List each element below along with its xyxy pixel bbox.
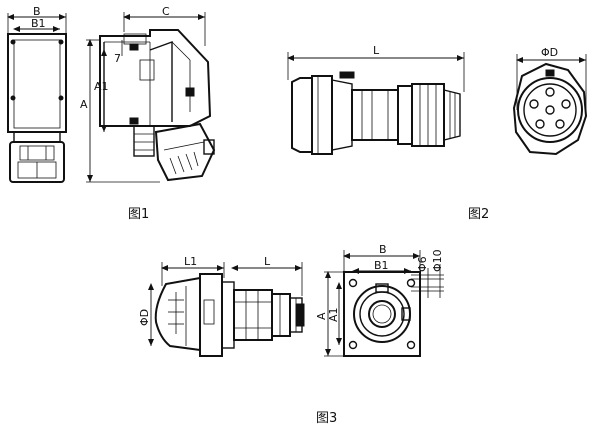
fig1-label-C: C: [162, 5, 170, 18]
fig2-plug-side-view: [291, 71, 461, 155]
fig3-label-D: ΦD: [138, 309, 151, 326]
fig2-label-L: L: [373, 44, 380, 57]
fig1-label-B: B: [33, 5, 41, 18]
fig1-front-view: [7, 33, 67, 183]
fig1-caption: 图1: [128, 207, 149, 222]
fig3-caption: 图3: [316, 411, 337, 426]
fig3-label-B1: B1: [374, 259, 389, 272]
fig3-label-d10: Φ10: [431, 249, 444, 272]
figure-2: L ΦD 图2: [287, 44, 588, 222]
fig3-label-A: A: [315, 312, 328, 320]
fig3-label-L: L: [264, 255, 271, 268]
fig3-label-d6: Φ6: [416, 256, 429, 272]
fig3-label-L1: L1: [184, 255, 197, 268]
fig1-label-A: A: [80, 98, 88, 111]
fig3-label-A1: A1: [327, 307, 340, 322]
fig2-caption: 图2: [468, 207, 489, 222]
fig3-flange-front-view: [343, 271, 421, 357]
figure-3: L1 L ΦD B B1: [138, 243, 444, 426]
fig3-label-B: B: [379, 243, 387, 256]
fig1-label-B1: B1: [31, 17, 46, 30]
fig2-plug-front-view: [512, 62, 588, 156]
fig2-label-D: ΦD: [541, 46, 558, 59]
figure-1: B B1: [7, 5, 216, 222]
fig3-plug-side-view: [154, 273, 305, 357]
fig1-label-A1: A1: [94, 80, 109, 93]
fig1-label-7: 7: [114, 52, 121, 65]
